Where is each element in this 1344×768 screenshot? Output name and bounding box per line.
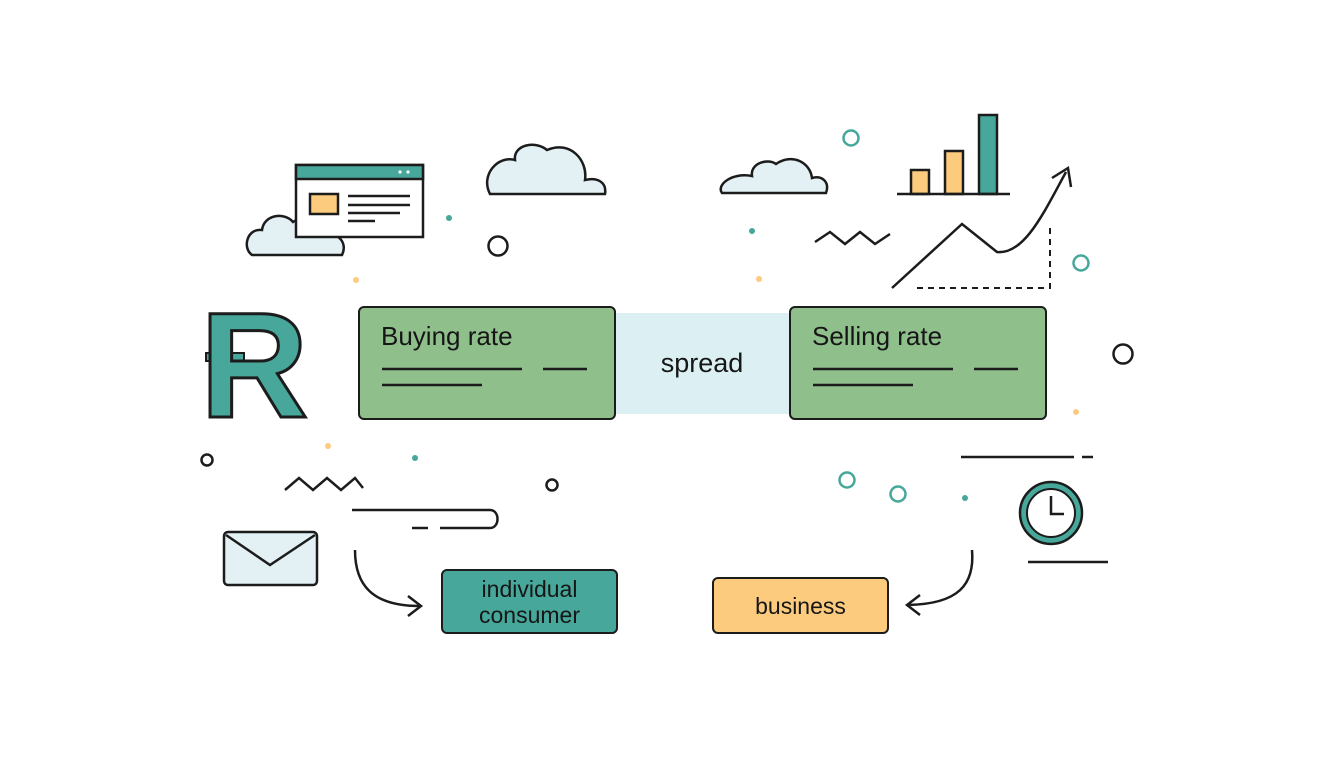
individual-consumer-label: individual consumer <box>479 575 580 628</box>
ring-decor <box>545 478 559 492</box>
business-label: business <box>755 592 846 619</box>
clock-icon <box>1018 480 1084 546</box>
dot-decor <box>749 228 755 234</box>
spread-band: spread <box>612 313 792 414</box>
ring-decor <box>838 471 856 489</box>
trend-arrow-icon <box>891 165 1073 289</box>
dot-decor <box>325 443 331 449</box>
zigzag-decor <box>814 230 891 246</box>
dot-decor <box>756 276 762 282</box>
envelope-icon <box>222 530 319 587</box>
selling-rate-label: Selling rate <box>812 321 943 351</box>
arrow-to-individual <box>353 549 424 617</box>
text-lines-decor <box>961 455 1108 564</box>
browser-window-icon <box>294 163 425 239</box>
arrow-to-business <box>904 549 974 616</box>
individual-consumer-tag: individual consumer <box>441 569 618 634</box>
ring-decor <box>1112 343 1134 365</box>
ring-decor <box>842 129 860 147</box>
dot-decor <box>412 455 418 461</box>
ring-decor <box>1072 254 1090 272</box>
buying-rate-label: Buying rate <box>381 321 513 351</box>
dot-decor <box>353 277 359 283</box>
dot-decor <box>446 215 452 221</box>
ring-decor <box>889 485 907 503</box>
currency-symbol: R <box>198 281 309 449</box>
zigzag-decor <box>284 476 364 492</box>
cloud-icon <box>719 158 829 195</box>
ring-decor <box>487 235 509 257</box>
buying-rate-line-overlay <box>382 367 587 387</box>
business-tag: business <box>712 577 889 634</box>
dot-decor <box>1073 409 1079 415</box>
dot-decor <box>962 495 968 501</box>
selling-rate-line-overlay <box>813 367 1018 387</box>
bar-chart-icon <box>897 113 1010 196</box>
selling-rate-box: Selling rate <box>789 306 1047 420</box>
buying-rate-box: Buying rate <box>358 306 616 420</box>
text-lines-decor <box>352 508 499 530</box>
rupee-bar-decor <box>205 352 245 362</box>
cloud-icon <box>485 143 607 196</box>
ring-decor <box>200 453 214 467</box>
spread-label: spread <box>660 348 744 378</box>
